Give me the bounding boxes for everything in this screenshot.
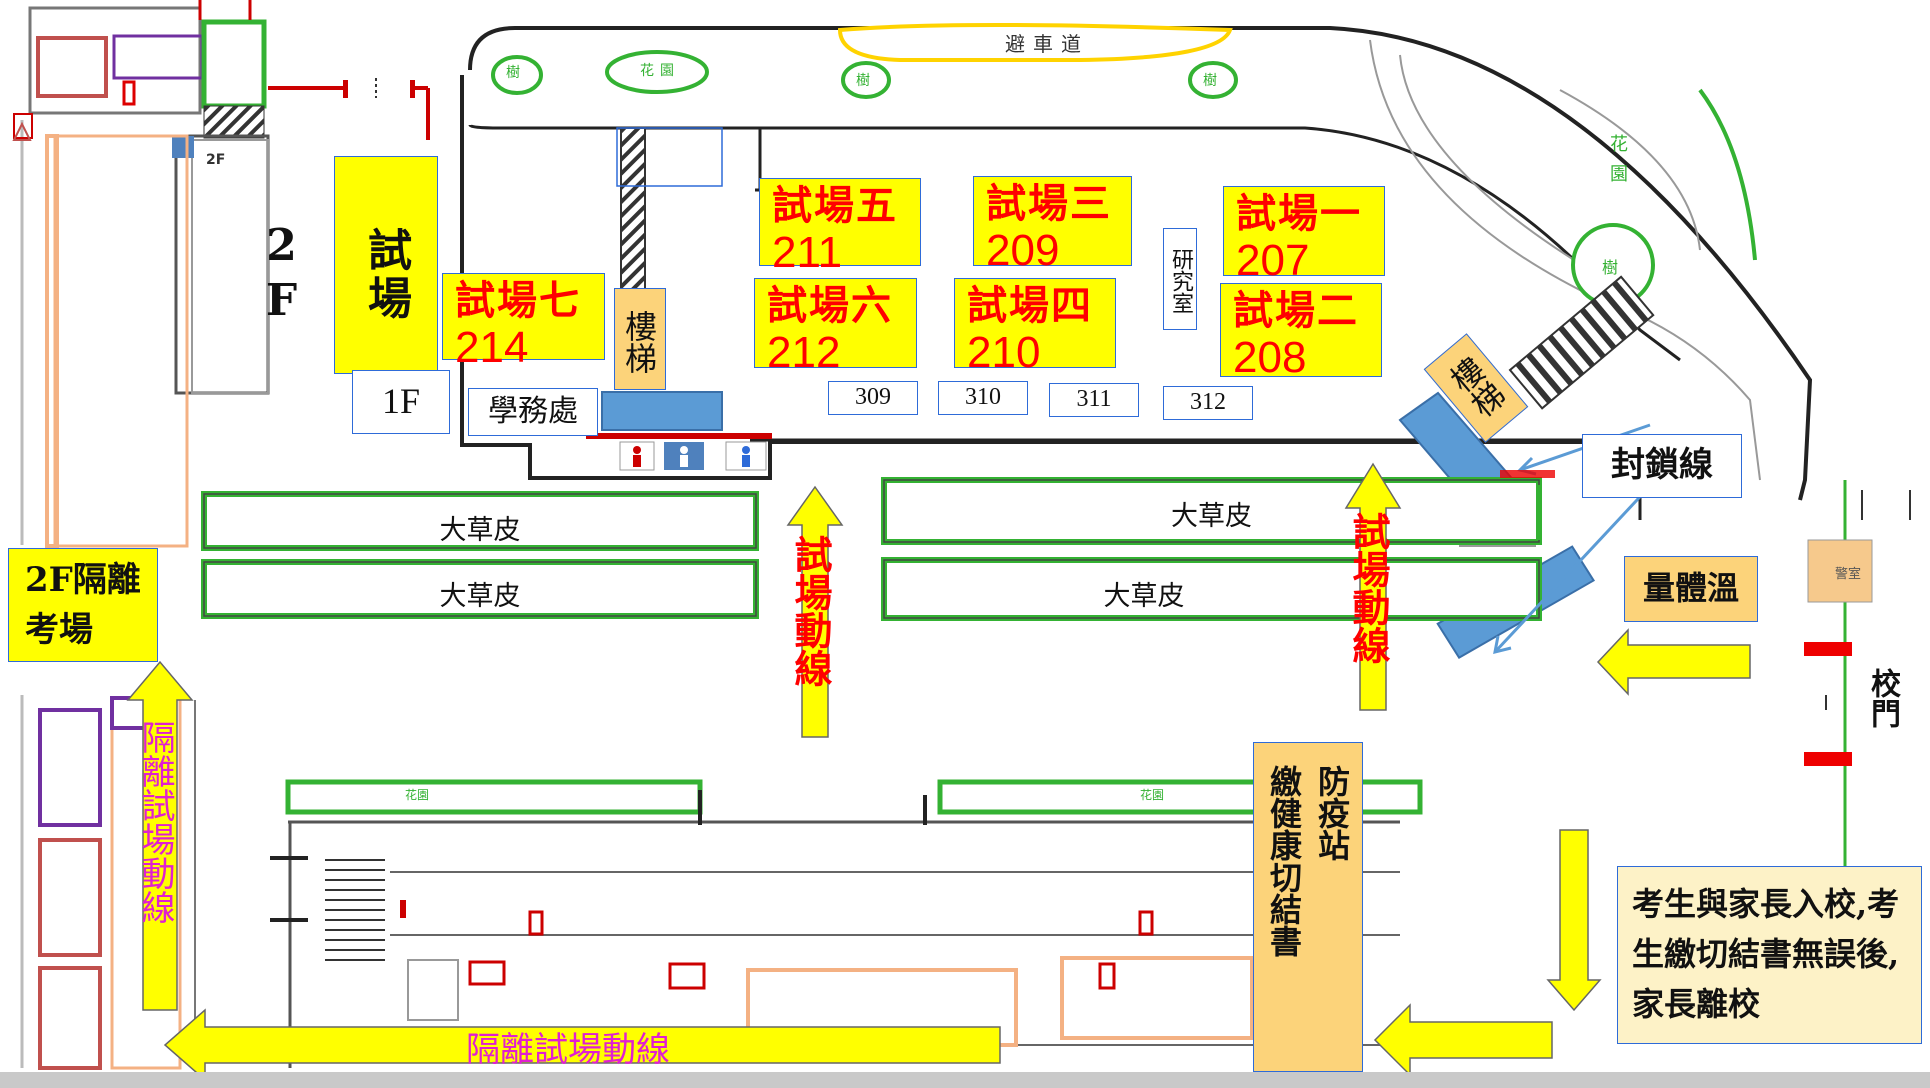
exam-room-number: 214 xyxy=(455,323,529,372)
exam-room-name: 試場六 xyxy=(767,282,893,329)
tree-label-1: 樹 xyxy=(506,65,520,81)
exam-room-5: 試場五 211 xyxy=(759,178,921,277)
room-310: 310 xyxy=(938,381,1028,415)
tree-label-4: 樹 xyxy=(1602,258,1619,277)
school-gate-label: 校門 xyxy=(1865,668,1900,728)
left-building xyxy=(12,0,430,548)
exam-room-number: 207 xyxy=(1236,236,1310,285)
svg-text:警室: 警室 xyxy=(1835,566,1861,582)
lawn-label-3: 大草皮 xyxy=(1171,501,1252,531)
isolation-route-label-horizontal: 隔離試場動線 xyxy=(466,1030,670,1070)
exam-route-label-1: 試場動線 xyxy=(788,535,833,687)
room-312: 312 xyxy=(1163,386,1253,420)
lawn-label-2: 大草皮 xyxy=(439,581,521,611)
exam-room-name: 試場五 xyxy=(772,182,898,229)
research-room-label: 研究室 xyxy=(1163,228,1197,330)
route-arrows xyxy=(126,462,1751,1082)
lawn-label-1: 大草皮 xyxy=(439,515,521,545)
lawn-borders xyxy=(201,477,1542,621)
room-311: 311 xyxy=(1049,383,1139,417)
academic-office-label: 學務處 xyxy=(468,388,598,436)
exam-room-name: 試場七 xyxy=(455,277,581,324)
evacuation-road-shape xyxy=(837,23,1233,62)
exam-room-7: 試場七 214 xyxy=(442,273,605,372)
temperature-label: 量體溫 xyxy=(1624,556,1758,622)
isolation-route-label-vertical: 隔離試場動線 xyxy=(135,720,175,924)
exam-room-name: 試場一 xyxy=(1236,190,1362,237)
garden-label-top: 花園 xyxy=(640,63,680,79)
stairs-right-label: 樓梯 xyxy=(1423,333,1529,443)
stairs-left-label: 樓梯 xyxy=(614,288,666,390)
garden-label-right: 花園 xyxy=(1610,134,1628,185)
exam-room-number: 210 xyxy=(967,328,1041,377)
epidemic-station-title: 防疫站 xyxy=(1313,765,1351,861)
garden-label-small-2: 花園 xyxy=(1140,788,1165,802)
room-309: 309 xyxy=(828,381,918,415)
exam-room-6: 試場六 212 xyxy=(754,278,917,377)
exam-room-number: 208 xyxy=(1233,333,1307,382)
gate-area: 警室 xyxy=(1804,480,1911,880)
epidemic-station-text: 繳健康切結書 xyxy=(1265,765,1303,957)
exam-building-2f-label: 試場2F xyxy=(256,156,438,374)
floor-1f-label: 1F xyxy=(352,370,450,434)
exam-room-2: 試場二 208 xyxy=(1220,283,1382,382)
exam-room-name: 試場二 xyxy=(1233,287,1359,334)
exam-route-label-2: 試場動線 xyxy=(1346,512,1391,664)
isolation-room-label: 2F隔離考場 xyxy=(8,548,158,662)
entry-note: 考生與家長入校,考生繳切結書無誤後,家長離校 xyxy=(1617,866,1922,1044)
exam-room-4: 試場四 210 xyxy=(954,278,1116,377)
exam-room-name: 試場四 xyxy=(967,282,1093,329)
stairs-right-shape xyxy=(1508,275,1655,410)
tree-label-3: 樹 xyxy=(1203,73,1217,89)
evacuation-road-label: 避車道 xyxy=(1005,32,1089,56)
exam-room-name: 試場三 xyxy=(986,180,1112,227)
floor-2f-small-label: 2F xyxy=(206,152,226,168)
lockdown-line-label: 封鎖線 xyxy=(1582,434,1742,498)
tree-ovals xyxy=(491,50,1655,307)
restroom-icons xyxy=(586,433,772,471)
exam-room-1: 試場一 207 xyxy=(1223,186,1385,285)
garden-label-small-1: 花園 xyxy=(405,788,430,802)
exam-room-3: 試場三 209 xyxy=(973,176,1132,275)
tree-label-2: 樹 xyxy=(856,73,870,89)
lawn-label-4: 大草皮 xyxy=(1103,581,1185,611)
lower-left-building xyxy=(20,695,196,1070)
exam-room-number: 212 xyxy=(767,328,841,377)
exam-room-number: 211 xyxy=(772,228,843,277)
lower-middle-building xyxy=(270,779,1423,1068)
exam-room-number: 209 xyxy=(986,226,1060,275)
epidemic-station: 防疫站 繳健康切結書 xyxy=(1253,742,1363,1072)
